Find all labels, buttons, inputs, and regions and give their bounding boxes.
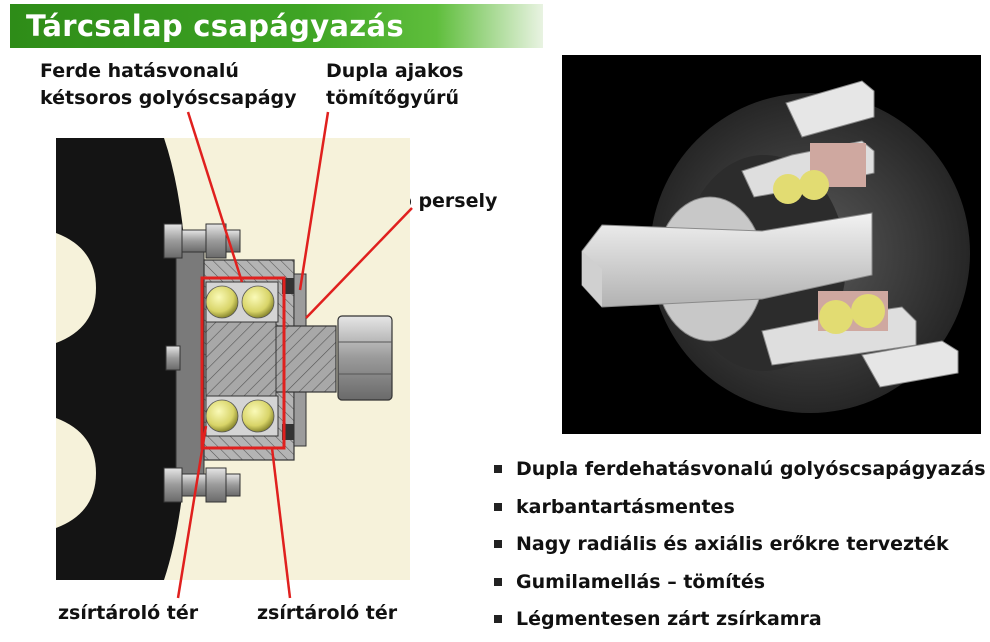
bearing-cutaway-render [562,55,981,434]
title-bar: Tárcsalap csapágyazás [10,4,543,48]
square-bullet-icon [494,540,502,548]
bearing-callout: Ferde hatásvonalú kétsoros golyóscsapágy [40,58,297,112]
seal-callout-line1: Dupla ajakos [326,60,464,82]
feature-item: Dupla ferdehatásvonalú golyóscsapágyazás [494,452,986,490]
feature-text: Dupla ferdehatásvonalú golyóscsapágyazás [516,458,986,480]
seal-callout-line2: tömítőgyűrű [326,87,459,109]
feature-text: Légmentesen zárt zsírkamra [516,608,822,630]
feature-text: Gumilamellás – tömítés [516,570,766,593]
feature-text: karbantartásmentes [516,495,735,518]
feature-item: karbantartásmentes [494,490,980,528]
grease-left-callout: zsírtároló tér [58,602,199,624]
seal-callout: Dupla ajakos tömítőgyűrű [326,58,464,112]
grease-right-callout: zsírtároló tér [257,602,398,624]
feature-list: Dupla ferdehatásvonalú golyóscsapágyazás… [494,452,986,640]
square-bullet-icon [494,465,502,473]
slide-title: Tárcsalap csapágyazás [26,9,404,43]
square-bullet-icon [494,615,502,623]
feature-text: Nagy radiális és axiális erőkre tervezté… [516,533,949,555]
bearing-cross-section-drawing [56,138,410,580]
feature-item: Gumilamellás – tömítés [494,565,980,603]
square-bullet-icon [494,502,502,511]
square-bullet-icon [494,577,502,586]
feature-item: Nagy radiális és axiális erőkre tervezté… [494,527,980,565]
bearing-callout-line2: kétsoros golyóscsapágy [40,87,297,109]
feature-item: Légmentesen zárt zsírkamra [494,602,980,640]
bearing-callout-line1: Ferde hatásvonalú [40,60,239,82]
